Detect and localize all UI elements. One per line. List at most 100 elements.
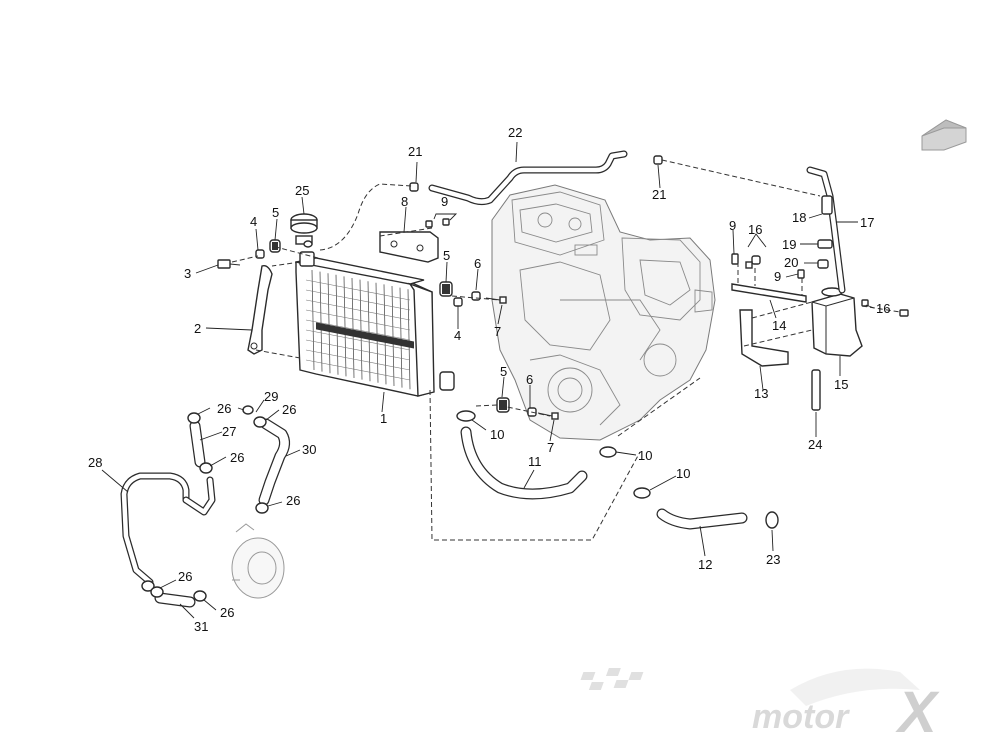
- label-18: 18: [792, 210, 806, 225]
- leader-lines: [101, 141, 875, 619]
- drain-hose: [811, 369, 821, 411]
- logo-text: motor: [752, 698, 850, 736]
- label-10: 10: [490, 427, 504, 442]
- label-5: 5: [443, 248, 450, 263]
- label-20: 20: [784, 255, 798, 270]
- hose-11: [460, 426, 588, 500]
- label-26: 26: [286, 493, 300, 508]
- motorx-logo: motor X: [580, 668, 940, 745]
- radiator-fin: [305, 349, 411, 371]
- radiator-fin: [327, 273, 331, 374]
- screws-tank: [731, 253, 909, 317]
- radiator-fin: [343, 276, 347, 377]
- label-12: 12: [698, 557, 712, 572]
- label-25: 25: [295, 183, 309, 198]
- label-19: 19: [782, 237, 796, 252]
- label-5: 5: [272, 205, 279, 220]
- label-7: 7: [494, 324, 501, 339]
- label-21: 21: [408, 144, 422, 159]
- radiator-fin: [375, 282, 379, 383]
- checkered-flag-icon: [580, 668, 920, 706]
- label-17: 17: [860, 215, 874, 230]
- label-10: 10: [638, 448, 652, 463]
- hose-30: [242, 405, 291, 514]
- label-2: 2: [194, 321, 201, 336]
- radiator-fin: [305, 299, 411, 321]
- label-8: 8: [401, 194, 408, 209]
- label-14: 14: [772, 318, 786, 333]
- label-1: 1: [380, 411, 387, 426]
- radiator-fin: [407, 289, 411, 390]
- screws-9-top: [425, 218, 450, 228]
- label-15: 15: [834, 377, 848, 392]
- radiator-fin: [305, 359, 411, 381]
- label-16: 16: [876, 301, 890, 316]
- hose-12: [656, 508, 748, 530]
- radiator-bracket: [247, 264, 273, 355]
- bolt-3: [217, 259, 241, 269]
- label-22: 22: [508, 125, 522, 140]
- radiator-fin: [383, 284, 387, 385]
- radiator-fin: [305, 289, 411, 311]
- logo-mark: X: [895, 680, 940, 745]
- radiator-fin: [305, 319, 411, 341]
- label-4: 4: [454, 328, 461, 343]
- radiator-fin: [319, 271, 323, 372]
- part-labels: 1 2 3 4 4 5 5 5 6 6 7 7 8 9 9 9 10 10 10…: [88, 125, 890, 634]
- bracket-8: [379, 231, 439, 263]
- oil-pipe-28: [120, 472, 216, 586]
- label-6: 6: [526, 372, 533, 387]
- label-6: 6: [474, 256, 481, 271]
- label-16: 16: [748, 222, 762, 237]
- radiator-fin: [351, 277, 355, 379]
- hose-31: [141, 580, 207, 608]
- radiator-fin: [311, 269, 315, 371]
- overflow-tank: [811, 287, 863, 357]
- radiator-fin: [305, 279, 411, 301]
- label-4: 4: [250, 214, 257, 229]
- tank-bracket: [731, 283, 807, 367]
- radiator-fin: [391, 285, 395, 387]
- label-21: 21: [652, 187, 666, 202]
- label-26: 26: [217, 401, 231, 416]
- label-9: 9: [774, 269, 781, 284]
- radiator-fin: [367, 281, 371, 382]
- label-23: 23: [766, 552, 780, 567]
- label-26: 26: [220, 605, 234, 620]
- radiator-cap: [290, 213, 318, 248]
- label-5: 5: [500, 364, 507, 379]
- radiator-fin: [359, 279, 363, 380]
- radiator-fin: [335, 274, 339, 375]
- radiator-fin: [305, 309, 411, 331]
- label-27: 27: [222, 424, 236, 439]
- label-26: 26: [230, 450, 244, 465]
- label-9: 9: [729, 218, 736, 233]
- vent-pipe: [409, 150, 663, 206]
- label-10: 10: [676, 466, 690, 481]
- radiator-fin: [305, 339, 411, 361]
- hose-27: [187, 412, 213, 474]
- oil-cooler: [231, 523, 285, 599]
- label-31: 31: [194, 619, 208, 634]
- label-30: 30: [302, 442, 316, 457]
- label-9: 9: [441, 194, 448, 209]
- label-24: 24: [808, 437, 822, 452]
- radiator-fins: [305, 269, 411, 390]
- filler-neck: [806, 166, 846, 294]
- engine-block: [491, 184, 716, 441]
- label-26: 26: [282, 402, 296, 417]
- label-11: 11: [528, 454, 542, 469]
- label-3: 3: [184, 266, 191, 281]
- radiator-fin: [305, 329, 411, 351]
- hose-clamps: [456, 410, 779, 529]
- label-26: 26: [178, 569, 192, 584]
- label-29: 29: [264, 389, 278, 404]
- routing-lines: [231, 159, 901, 541]
- label-13: 13: [754, 386, 768, 401]
- radiator-fin: [399, 287, 403, 388]
- direction-arrow-icon: [921, 119, 967, 151]
- label-7: 7: [547, 440, 554, 455]
- radiator: [295, 251, 455, 397]
- grommet-left: [255, 239, 281, 259]
